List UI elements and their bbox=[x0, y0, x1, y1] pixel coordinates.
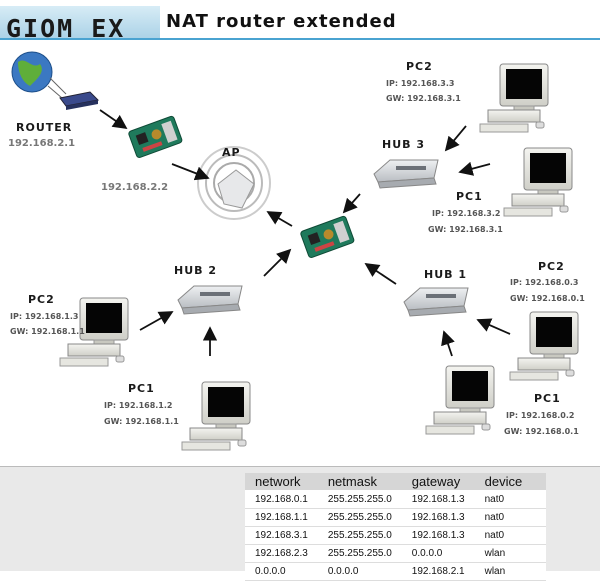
hub2-label: HUB 2 bbox=[174, 264, 217, 277]
header-divider bbox=[0, 38, 600, 40]
table-cell: nat0 bbox=[474, 526, 547, 545]
column-header-gateway: gateway bbox=[401, 473, 475, 491]
table-row: 0.0.0.0 0.0.0.0 192.168.2.1 wlan bbox=[245, 562, 547, 581]
routing-table: network netmask gateway device 192.168.0… bbox=[245, 473, 547, 581]
hub2-pc2-label: PC2 bbox=[28, 293, 55, 306]
hub3-pc2-gw: GW: 192.168.3.1 bbox=[386, 94, 461, 103]
hub3-label: HUB 3 bbox=[382, 138, 425, 151]
routing-table-panel: network netmask gateway device 192.168.0… bbox=[0, 466, 600, 581]
table-row: 192.168.1.1 255.255.255.0 192.168.1.3 na… bbox=[245, 508, 547, 527]
hub2-icon bbox=[177, 285, 243, 315]
table-cell: 192.168.1.3 bbox=[401, 508, 475, 527]
ap-label: AP bbox=[222, 146, 241, 159]
table-cell: 192.168.1.3 bbox=[401, 490, 475, 509]
table-cell: wlan bbox=[474, 562, 547, 581]
hub3-pc1-gw: GW: 192.168.3.1 bbox=[428, 225, 503, 234]
table-cell: 255.255.255.0 bbox=[317, 544, 402, 563]
hub1-pc1-label: PC1 bbox=[534, 392, 561, 405]
hub2-pc1-icon bbox=[181, 381, 251, 451]
hub2-pc1-gw: GW: 192.168.1.1 bbox=[104, 417, 179, 426]
router-label: ROUTER bbox=[16, 121, 72, 134]
table-cell: 192.168.3.1 bbox=[245, 526, 318, 545]
hub3-pc2-label: PC2 bbox=[406, 60, 433, 73]
nat-router-board-icon bbox=[299, 215, 356, 259]
table-cell: 0.0.0.0 bbox=[401, 544, 475, 563]
hub3-icon bbox=[373, 159, 439, 189]
hub2-pc1-label: PC1 bbox=[128, 382, 155, 395]
hub1-pc1-ip: IP: 192.168.0.2 bbox=[506, 411, 574, 420]
hub1-pc2-gw: GW: 192.168.0.1 bbox=[510, 294, 585, 303]
hub1-pc1-icon bbox=[425, 365, 495, 435]
hub3-pc2-icon bbox=[479, 63, 549, 133]
table-cell: 192.168.0.1 bbox=[245, 490, 318, 509]
ap-board-ip: 192.168.2.2 bbox=[101, 182, 168, 193]
network-diagram: ROUTER 192.168.2.1 192.168.2.2 AP HUB 3 … bbox=[8, 51, 585, 451]
table-cell: 192.168.1.1 bbox=[245, 508, 318, 527]
table-cell: 255.255.255.0 bbox=[317, 526, 402, 545]
table-cell: 192.168.1.3 bbox=[401, 526, 475, 545]
hub2-pc2-gw: GW: 192.168.1.1 bbox=[10, 327, 85, 336]
table-cell: nat0 bbox=[474, 508, 547, 527]
table-row: 192.168.0.1 255.255.255.0 192.168.1.3 na… bbox=[245, 490, 547, 509]
table-cell: 255.255.255.0 bbox=[317, 508, 402, 527]
page-title: NAT router extended bbox=[166, 11, 397, 32]
column-header-netmask: netmask bbox=[317, 473, 402, 491]
hub1-pc1-gw: GW: 192.168.0.1 bbox=[504, 427, 579, 436]
column-header-network: network bbox=[245, 473, 318, 491]
hub1-label: HUB 1 bbox=[424, 268, 467, 281]
hub2-pc1-ip: IP: 192.168.1.2 bbox=[104, 401, 172, 410]
hub1-pc2-label: PC2 bbox=[538, 260, 565, 273]
column-header-device: device bbox=[474, 473, 547, 491]
table-cell: 192.168.2.1 bbox=[401, 562, 475, 581]
table-cell: 0.0.0.0 bbox=[245, 562, 318, 581]
hub1-pc2-icon bbox=[509, 311, 579, 381]
header: GIOM EX NAT router extended bbox=[0, 0, 600, 43]
modem-icon bbox=[59, 91, 100, 110]
table-cell: 255.255.255.0 bbox=[317, 490, 402, 509]
table-row: 192.168.2.3 255.255.255.0 0.0.0.0 wlan bbox=[245, 544, 547, 563]
table-cell: nat0 bbox=[474, 490, 547, 509]
hub1-icon bbox=[403, 287, 469, 317]
hub3-pc2-ip: IP: 192.168.3.3 bbox=[386, 79, 454, 88]
connection-arrows bbox=[99, 109, 511, 357]
hub1-pc2-ip: IP: 192.168.0.3 bbox=[510, 278, 578, 287]
table-row: 192.168.3.1 255.255.255.0 192.168.1.3 na… bbox=[245, 526, 547, 545]
access-point-icon bbox=[197, 146, 271, 220]
table-cell: 0.0.0.0 bbox=[317, 562, 402, 581]
table-header-row: network netmask gateway device bbox=[245, 473, 547, 491]
hub3-pc1-label: PC1 bbox=[456, 190, 483, 203]
table-cell: wlan bbox=[474, 544, 547, 563]
logo: GIOM EX bbox=[0, 6, 160, 43]
router-ip: 192.168.2.1 bbox=[8, 138, 75, 149]
hub3-pc1-ip: IP: 192.168.3.2 bbox=[432, 209, 500, 218]
hub3-pc1-icon bbox=[503, 147, 573, 217]
hub2-pc2-ip: IP: 192.168.1.3 bbox=[10, 312, 78, 321]
router-board-icon bbox=[127, 115, 184, 159]
table-cell: 192.168.2.3 bbox=[245, 544, 318, 563]
internet-globe-icon bbox=[11, 51, 67, 99]
